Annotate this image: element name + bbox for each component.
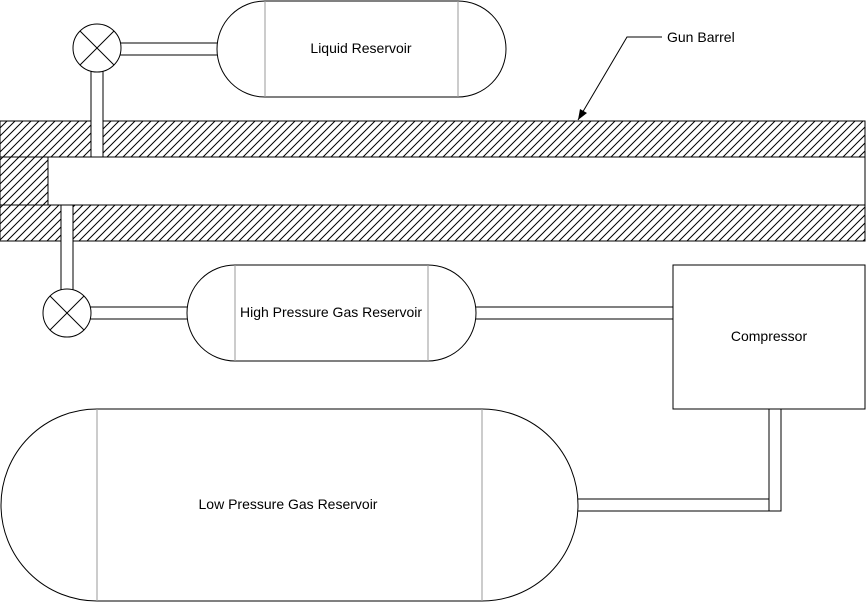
liquid-reservoir: Liquid Reservoir (216, 0, 507, 98)
liquid-vertical-pipe (90, 61, 104, 158)
gun-barrel (0, 120, 866, 242)
gun-barrel-callout: Gun Barrel (577, 29, 735, 121)
compressor: Compressor (672, 264, 866, 410)
barrel-upper-wall (0, 120, 866, 158)
hp-tank-to-compressor-pipe (473, 306, 674, 320)
high-pressure-pipes (60, 204, 674, 320)
gun-barrel-label: Gun Barrel (667, 29, 735, 45)
barrel-bore (0, 156, 866, 206)
hp-vertical-pipe (60, 204, 74, 292)
liquid-horizontal-pipe (119, 42, 219, 56)
barrel-breech-plug (0, 156, 49, 206)
high-pressure-valve (42, 288, 92, 338)
compressor-label: Compressor (731, 328, 808, 344)
barrel-lower-wall (0, 204, 866, 242)
liquid-valve (72, 23, 122, 73)
gun-barrel-arrowhead (578, 109, 587, 120)
high-pressure-gas-reservoir: High Pressure Gas Reservoir (186, 264, 477, 362)
high-pressure-gas-reservoir-label: High Pressure Gas Reservoir (240, 304, 422, 320)
liquid-reservoir-label: Liquid Reservoir (310, 40, 411, 56)
low-pressure-pipes (575, 408, 782, 512)
hp-valve-to-tank-pipe (89, 306, 189, 320)
compressor-to-lp-pipe (575, 408, 782, 512)
low-pressure-gas-reservoir-label: Low Pressure Gas Reservoir (199, 496, 378, 512)
gun-barrel-leader-line (577, 36, 662, 121)
low-pressure-gas-reservoir: Low Pressure Gas Reservoir (0, 408, 579, 602)
